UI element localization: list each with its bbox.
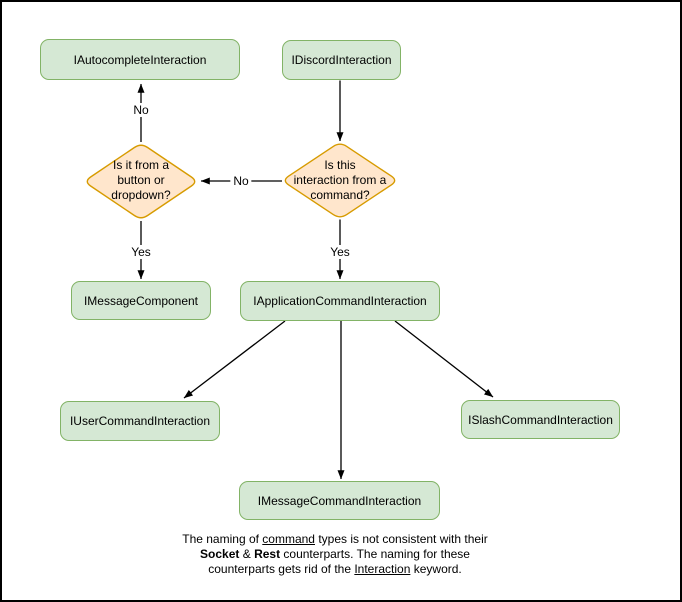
- node-message-component: IMessageComponent: [71, 281, 211, 320]
- note-segment-underlined: command: [262, 532, 315, 546]
- note-segment: counterparts. The naming for these: [280, 547, 470, 561]
- node-label: IMessageComponent: [83, 293, 199, 308]
- node-discord-interaction: IDiscordInteraction: [282, 40, 401, 80]
- decision-button-dropdown-shape: [86, 144, 196, 219]
- note-segment-bold: Socket: [200, 547, 240, 561]
- node-application-command-interaction: IApplicationCommandInteraction: [240, 281, 440, 321]
- edge-application-to-slash-command: [394, 320, 494, 398]
- decision-line: dropdown?: [111, 188, 171, 202]
- note-segment: The naming of: [182, 532, 263, 546]
- decision-line: command?: [310, 188, 370, 202]
- decision-line: Is it from a: [112, 158, 169, 172]
- note-line-1: The naming of command types is not consi…: [165, 532, 505, 547]
- edge-application-to-user-command: [183, 320, 286, 399]
- edge-label-yes-application-command: Yes: [327, 245, 353, 259]
- note-segment: types is not consistent with their: [314, 532, 488, 546]
- note-line-2: Socket & Rest counterparts. The naming f…: [165, 547, 505, 562]
- node-autocomplete-interaction: IAutocompleteInteraction: [40, 39, 240, 80]
- decision-from-command-label: Is this interaction from a command?: [278, 158, 402, 203]
- node-label: IAutocompleteInteraction: [73, 52, 207, 67]
- node-label: IApplicationCommandInteraction: [253, 294, 427, 308]
- note-segment: counterparts gets rid of the: [208, 562, 355, 576]
- node-label: ISlashCommandInteraction: [468, 412, 613, 427]
- decision-from-command-shape: [284, 143, 396, 218]
- edge-label-no-autocomplete: No: [130, 103, 152, 117]
- node-message-command-interaction: IMessageCommandInteraction: [239, 481, 440, 520]
- decision-line: button or: [117, 173, 165, 187]
- edge-label-no-button-dropdown: No: [230, 174, 252, 188]
- node-label: IUserCommandInteraction: [69, 414, 211, 428]
- note-line-3: counterparts gets rid of the Interaction…: [165, 562, 505, 577]
- node-label: IDiscordInteraction: [291, 53, 392, 67]
- note-text: The naming of command types is not consi…: [165, 532, 505, 577]
- decision-line: interaction from a: [293, 173, 387, 187]
- note-segment-bold: Rest: [254, 547, 281, 561]
- note-segment: &: [239, 547, 255, 561]
- edge-label-yes-message-component: Yes: [128, 245, 154, 259]
- node-label: IMessageCommandInteraction: [257, 493, 422, 508]
- note-segment: keyword.: [410, 562, 462, 576]
- node-slash-command-interaction: ISlashCommandInteraction: [461, 400, 620, 439]
- note-segment-underlined: Interaction: [354, 562, 411, 576]
- node-user-command-interaction: IUserCommandInteraction: [60, 401, 220, 441]
- decision-button-dropdown-label: Is it from a button or dropdown?: [81, 158, 201, 203]
- decision-line: Is this: [324, 158, 356, 172]
